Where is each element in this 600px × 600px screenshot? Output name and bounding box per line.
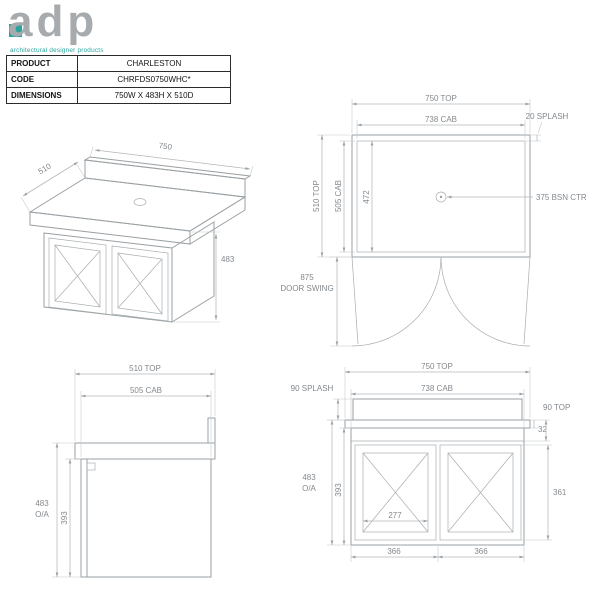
front-view: 750 TOP 738 CAB 90 SPLASH 32 90 TOP xyxy=(291,362,570,562)
front-cabinet xyxy=(350,427,525,546)
plan-door-swing-label: DOOR SWING xyxy=(280,284,333,293)
front-cab-width-label: 738 CAB xyxy=(421,384,453,393)
plan-view: 750 TOP 738 CAB 20 SPLASH 510 TOP 505 CA… xyxy=(280,94,587,347)
plan-internal-depth-label: 472 xyxy=(362,190,371,204)
iso-left-door xyxy=(48,237,107,315)
side-view: 510 TOP 505 CAB 483 O/A 393 xyxy=(35,364,216,578)
side-cab-depth-label: 505 CAB xyxy=(130,386,162,395)
plan-cab-depth-label: 505 CAB xyxy=(334,180,343,212)
iso-depth-label: 510 xyxy=(37,161,54,176)
brand-logo: adp architectural designer products xyxy=(8,0,104,54)
plan-basin-centre-mark xyxy=(435,191,447,203)
logo-tagline: architectural designer products xyxy=(10,47,104,54)
front-overall-suffix-label: O/A xyxy=(302,484,316,493)
front-right-door xyxy=(439,444,522,541)
side-splashback xyxy=(207,417,216,444)
side-overall-suffix-label: O/A xyxy=(35,510,49,519)
iso-height-label: 483 xyxy=(221,255,235,264)
front-top-height-label: 90 TOP xyxy=(543,403,570,412)
plan-cab-outline xyxy=(356,140,526,253)
side-cabinet xyxy=(86,458,212,578)
side-cab-height-label: 393 xyxy=(60,511,69,525)
front-top-thickness-label: 32 xyxy=(538,425,547,434)
side-overall-height-label: 483 xyxy=(35,499,49,508)
logo-wordmark: adp xyxy=(8,0,98,46)
front-top-width-label: 750 TOP xyxy=(421,362,453,371)
spec-row-dimensions: DIMENSIONS 750W X 483H X 510D xyxy=(6,87,231,104)
iso-cabinet xyxy=(43,221,215,323)
front-left-door xyxy=(354,444,437,541)
iso-splashback xyxy=(83,156,252,198)
plan-top-depth-label: 510 TOP xyxy=(312,180,321,212)
front-door-internal-width-label: 277 xyxy=(388,511,402,520)
side-finger-pull xyxy=(86,462,96,471)
plan-cab-width-label: 738 CAB xyxy=(425,115,457,124)
plan-door-swings xyxy=(351,256,531,347)
plan-door-swing-value: 875 xyxy=(300,273,314,282)
front-cab-height-label: 393 xyxy=(334,483,343,497)
iso-width-label: 750 xyxy=(158,141,173,152)
logo-square xyxy=(9,24,22,37)
front-right-door-width-label: 366 xyxy=(474,547,488,556)
iso-right-door xyxy=(111,245,169,322)
iso-benchtop xyxy=(28,177,247,245)
side-top-depth-label: 510 TOP xyxy=(129,364,161,373)
side-benchtop xyxy=(74,442,216,460)
front-splashback xyxy=(352,398,523,421)
front-left-door-width-label: 366 xyxy=(387,547,401,556)
side-dimensions: 510 TOP 505 CAB 483 O/A 393 xyxy=(35,364,216,578)
spec-row-product: PRODUCT CHARLESTON xyxy=(6,55,231,72)
side-door-panel xyxy=(80,458,88,578)
plan-splash-label: 20 SPLASH xyxy=(526,112,569,121)
isometric-view: 510 750 483 xyxy=(20,141,254,323)
iso-basin-outlet xyxy=(133,198,147,206)
front-overall-height-label: 483 xyxy=(302,473,316,482)
spec-table: PRODUCT CHARLESTON CODE CHRFDS0750WHC* D… xyxy=(6,55,231,104)
spec-value-dimensions: 750W X 483H X 510D xyxy=(77,87,231,104)
plan-basin-centre-label: 375 BSN CTR xyxy=(536,193,587,202)
front-splash-height-label: 90 SPLASH xyxy=(291,384,334,393)
plan-top-width-label: 750 TOP xyxy=(425,94,457,103)
iso-dimensions: 510 750 483 xyxy=(20,141,254,323)
front-dimensions: 750 TOP 738 CAB 90 SPLASH 32 90 TOP xyxy=(291,362,570,562)
front-benchtop xyxy=(344,419,531,429)
plan-dimensions: 750 TOP 738 CAB 20 SPLASH 510 TOP 505 CA… xyxy=(280,94,587,347)
front-door-height-label: 361 xyxy=(553,488,567,497)
